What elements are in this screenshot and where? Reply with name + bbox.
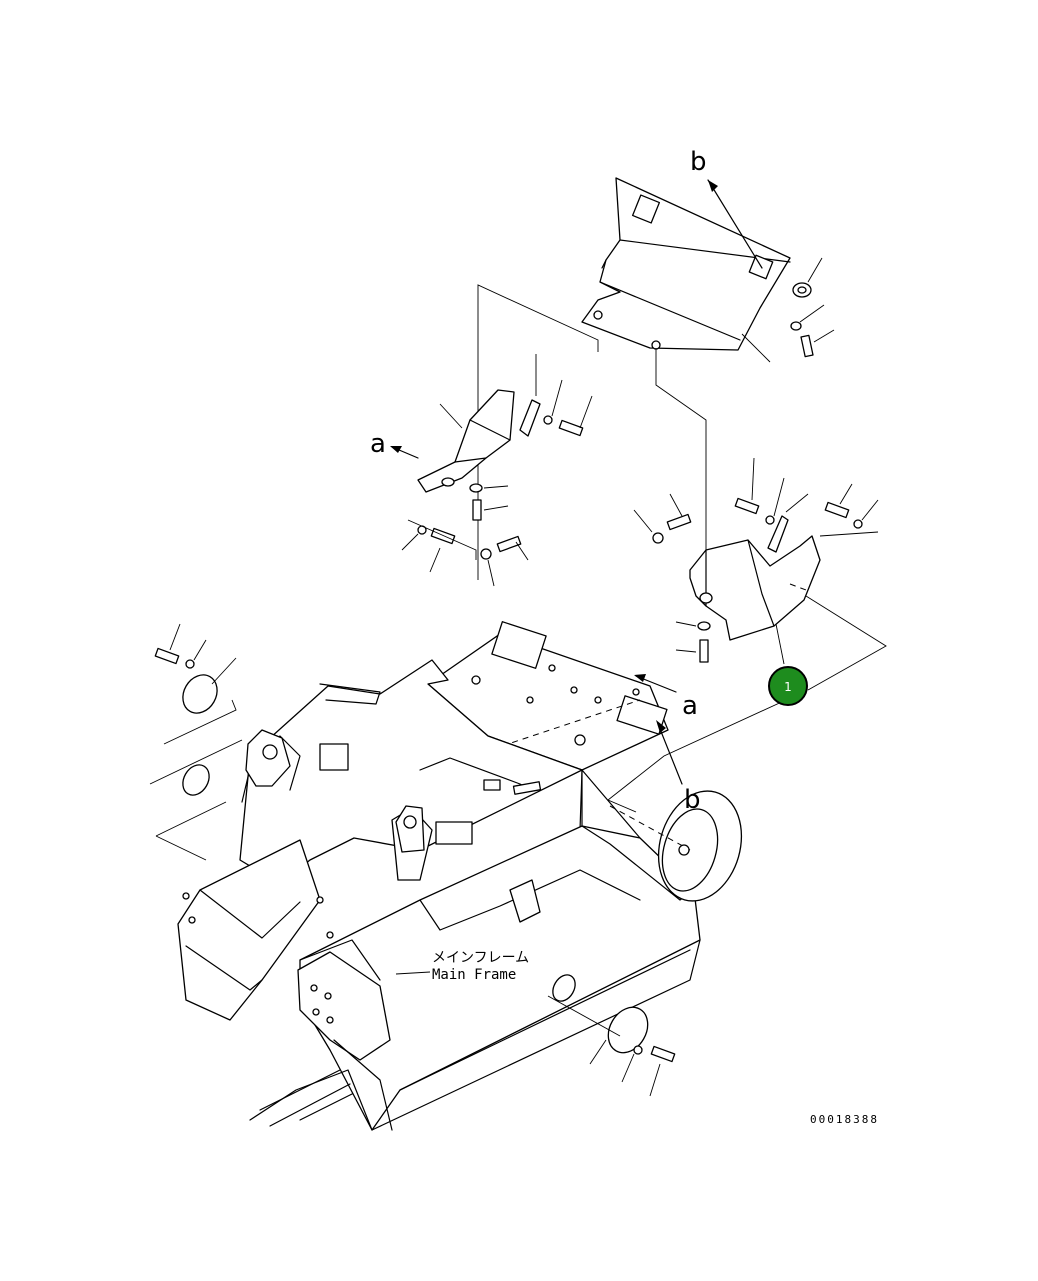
main-frame [177, 621, 743, 1131]
drawing-number: 00018388 [810, 1113, 879, 1126]
arrow-a-lower [634, 674, 677, 693]
label-leader [395, 971, 431, 975]
position-number-badge[interactable]: 1 [768, 666, 808, 706]
leader-line [607, 699, 787, 813]
arrow-b-lower [656, 720, 683, 785]
arrow-a-upper [390, 446, 419, 459]
cover-plate-left [149, 623, 243, 861]
arrow-b-upper [707, 179, 763, 269]
callout-b-lower: b [684, 785, 701, 815]
badge-number: 1 [784, 680, 792, 694]
right-bracket [689, 535, 821, 665]
cover-plate-bottom [547, 974, 676, 1097]
top-cover-hardware [790, 257, 835, 358]
callout-a-lower: a [682, 691, 698, 721]
callout-a-upper: a [370, 429, 386, 459]
left-bracket-hardware [401, 354, 593, 587]
right-bracket-hardware [633, 457, 887, 691]
left-bracket [417, 389, 515, 493]
main-frame-label-en: Main Frame [432, 967, 516, 983]
callout-b-upper: b [690, 147, 707, 177]
main-frame-label-jp: メインフレーム [432, 950, 529, 966]
leader-line [655, 348, 707, 570]
top-cover [581, 177, 791, 363]
